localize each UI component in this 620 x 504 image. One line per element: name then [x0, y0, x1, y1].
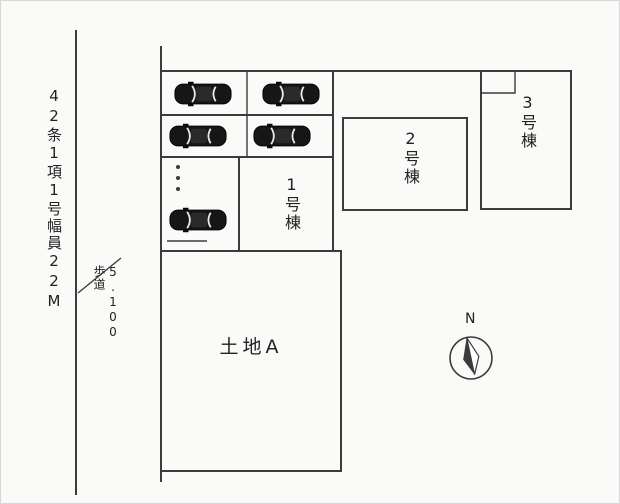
road-lines — [75, 30, 162, 495]
north-label: N — [465, 311, 476, 327]
car-icon — [169, 207, 227, 233]
car-icon — [262, 81, 320, 107]
building-2-label: 2号棟 — [401, 129, 420, 186]
building-3-outline — [480, 70, 572, 210]
car-icon — [174, 81, 232, 107]
building-1-label: 1号棟 — [282, 175, 301, 232]
sidewalk-label: 歩道 — [92, 265, 106, 291]
sidewalk-width-label: 5.100 — [106, 265, 120, 340]
land-a-label: 土地A — [219, 336, 283, 358]
building-2-outline — [342, 117, 468, 211]
road-width-label: 42条1項1号幅員22M — [45, 87, 63, 312]
parking-area — [160, 70, 482, 252]
compass-icon — [449, 336, 493, 380]
car-icon — [253, 123, 311, 149]
building-3-label: 3号棟 — [518, 93, 537, 150]
land-a-outline — [160, 250, 342, 472]
car-icon — [169, 123, 227, 149]
